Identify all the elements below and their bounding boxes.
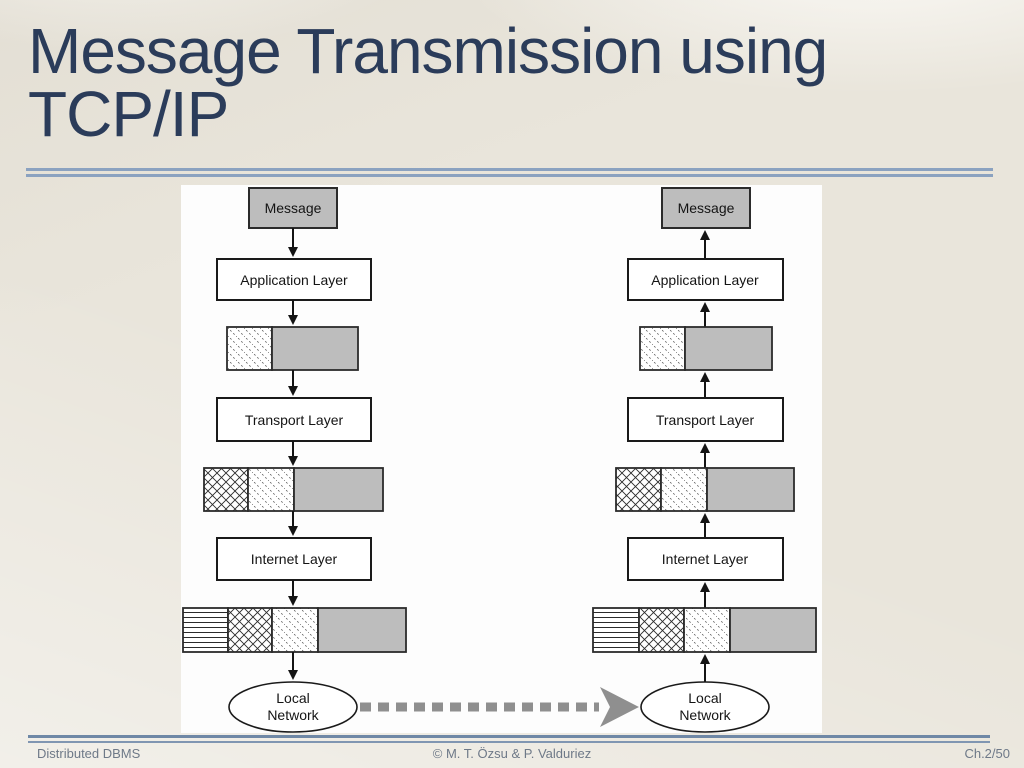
sender-app-packet-header-hatch [226,326,273,371]
network-transmission-arrow [360,687,639,727]
sender-application-layer-box [216,258,372,301]
sender-transport-layer-label: Transport Layer [245,412,344,428]
sender-internet-packet-header-hlines [182,607,229,653]
footer-separator [28,735,990,743]
receiver-message-label: Message [678,200,735,216]
sender-local-network-label-line2: Network [267,707,319,723]
receiver-local-network-label-line2: Network [679,707,731,723]
sender-transport-packet-app-header-hatch [247,467,295,512]
sender-local-network-ellipse [228,681,358,733]
sender-transport-packet [203,467,384,512]
right-arrowhead-icon [600,687,639,727]
receiver-transport-packet [615,467,795,512]
sender-internet-packet-app-header-hatch [271,607,319,653]
receiver-app-packet [639,326,773,371]
receiver-transport-layer-box [627,397,784,442]
tcpip-diagram: Message Application Layer Transport Laye… [181,185,822,733]
receiver-internet-packet-header-hlines [592,607,640,653]
sender-transport-packet-payload [293,467,384,512]
receiver-message-box [661,187,751,229]
sender-internet-layer-box [216,537,372,581]
receiver-application-layer-label: Application Layer [651,272,759,288]
title-separator [26,168,993,177]
receiver-local-network-label-line1: Local [688,690,721,706]
sender-internet-layer-label: Internet Layer [251,551,338,567]
receiver-transport-packet-app-header-hatch [660,467,708,512]
receiver-internet-packet-payload [729,607,817,653]
receiver-application-layer-box [627,258,784,301]
footer-page-number: Ch.2/50 [964,746,1010,761]
sender-message-box [248,187,338,229]
footer-copyright: © M. T. Özsu & P. Valduriez [432,746,592,761]
sender-column: Message Application Layer Transport Laye… [182,187,407,733]
sender-transport-layer-box [216,397,372,442]
sender-internet-packet-payload [317,607,407,653]
sender-internet-packet [182,607,407,653]
sender-application-layer-label: Application Layer [240,272,348,288]
receiver-local-network-ellipse [640,681,770,733]
receiver-internet-layer-box [627,537,784,581]
receiver-app-packet-header-hatch [639,326,686,371]
sender-app-packet [226,326,359,371]
sender-transport-packet-header-crosshatch [203,467,249,512]
receiver-internet-layer-label: Internet Layer [662,551,749,567]
page-title: Message Transmission using TCP/IP [28,15,968,150]
receiver-transport-packet-payload [706,467,795,512]
sender-app-packet-payload [271,326,359,371]
page-title-line1: Message Transmission using [28,15,828,87]
receiver-transport-packet-header-crosshatch [615,467,662,512]
footer-course-label: Distributed DBMS [37,746,141,761]
slide-footer: Distributed DBMS © M. T. Özsu & P. Valdu… [0,746,1024,766]
receiver-internet-packet [592,607,817,653]
sender-message-label: Message [265,200,322,216]
receiver-internet-packet-transport-header-crosshatch [638,607,685,653]
receiver-app-packet-payload [684,326,773,371]
receiver-internet-packet-app-header-hatch [683,607,731,653]
receiver-transport-layer-label: Transport Layer [656,412,755,428]
sender-internet-packet-transport-header-crosshatch [227,607,273,653]
page-title-line2: TCP/IP [28,78,229,150]
tcpip-diagram-svg: Message Application Layer Transport Laye… [182,187,817,733]
receiver-column: Message Application Layer Transport Laye… [592,187,817,733]
sender-local-network-label-line1: Local [276,690,309,706]
